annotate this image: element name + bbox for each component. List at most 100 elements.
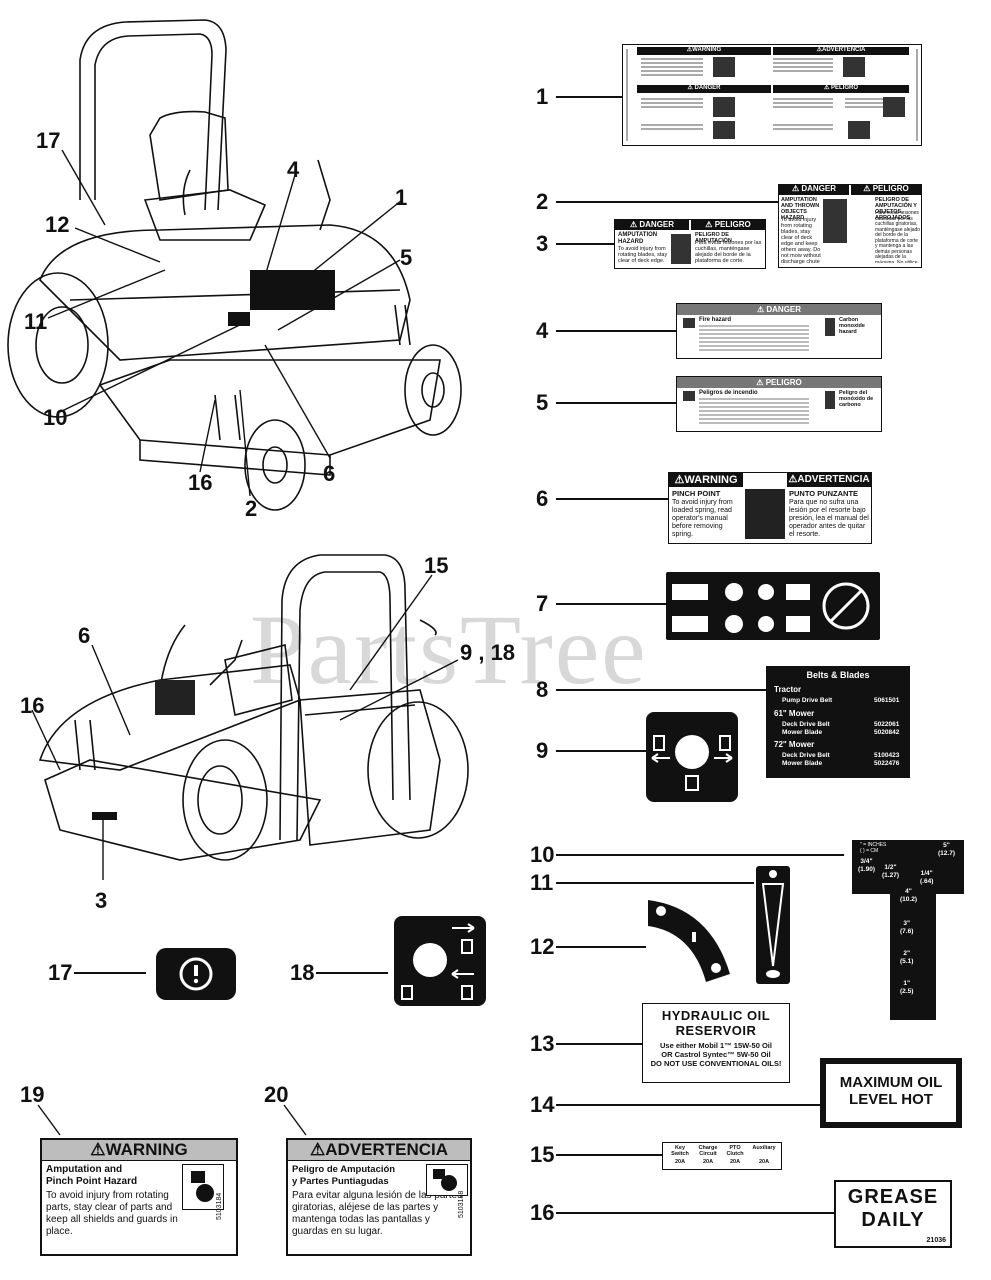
decal7-pictograms: [672, 582, 870, 633]
seat: [149, 110, 229, 201]
leader-15: [556, 1154, 662, 1156]
decal4-fire: Fire hazard: [699, 317, 732, 323]
decal15-pto-clutch-amp: 20A: [729, 1159, 741, 1165]
decal2-title-en: AMPUTATION AND THROWN OBJECTS HAZARD: [781, 197, 820, 221]
decal-11: [756, 866, 790, 984]
callout-16: 16: [530, 1200, 555, 1225]
decal19-header: ⚠WARNING: [42, 1140, 236, 1161]
decal-12: [646, 896, 738, 986]
callout-17: 17: [48, 960, 73, 985]
decal16-line1: GREASE: [847, 1186, 939, 1208]
decal4-header: ⚠ DANGER: [677, 304, 881, 315]
decal10-3-4in: 3/4" (1.90): [858, 858, 875, 873]
decal19-body: To avoid injury from rotating parts, sta…: [46, 1190, 178, 1237]
callout-9-18: 9 , 18: [460, 640, 516, 665]
leader-5: [556, 402, 676, 404]
decal-6: ⚠WARNING ⚠ADVERTENCIA PINCH POINT To avo…: [668, 472, 872, 544]
decal10-1in: 1" (2.5): [900, 980, 914, 995]
decal-1: ⚠WARNING ⚠ADVERTENCIA ⚠ DANGER ⚠ PELIGRO: [622, 44, 922, 146]
person-icon: [825, 391, 835, 409]
watermark: PartsTree: [250, 594, 648, 705]
decal8-title: Belts & Blades: [806, 670, 870, 680]
warning-gear-icon: [179, 957, 213, 991]
decal6-title-es: PUNTO PUNZANTE: [789, 489, 859, 498]
engine-block: [299, 689, 441, 846]
hand-roller-icon: [182, 1164, 224, 1210]
decal4-co: Carbon monoxide hazard: [839, 317, 865, 335]
decal8-mower-72: 72" Mower: [774, 740, 815, 749]
decal10-1-2in: 1/2" (1.27): [882, 864, 899, 879]
callout-5: 5: [536, 390, 549, 415]
leader-17: [74, 972, 146, 974]
callout-7: 7: [536, 591, 549, 616]
decal10-4in: 4" (10.2): [900, 888, 917, 903]
leader-16: [556, 1212, 834, 1214]
decal1-fine-print: [626, 49, 918, 141]
decal15-pto-clutch: PTO Clutch: [726, 1145, 744, 1157]
decal6-advertencia-header: ⚠ADVERTENCIA: [787, 473, 871, 487]
leader-7: [556, 603, 666, 605]
callout-3: 3: [536, 231, 549, 256]
decal10-2in: 2" (5.1): [900, 950, 914, 965]
decal-7: [666, 572, 880, 640]
decal2-peligro-header: ⚠ PELIGRO: [851, 185, 921, 195]
decal5-co: Peligro del monóxido de carbono: [839, 390, 874, 408]
callout-6: 6: [323, 461, 336, 486]
decal10-shape: [852, 840, 964, 1020]
callout-1: 1: [395, 185, 408, 210]
decal2-body-es: Para evitar lesiones causadas por las cu…: [875, 211, 921, 263]
decal8-blade72-label: Mower Blade: [782, 760, 823, 767]
decal6-title-en: PINCH POINT: [672, 489, 721, 498]
leader-12: [556, 946, 646, 948]
decal20-body: Para evitar alguna lesión de las partes …: [292, 1190, 463, 1237]
decal13-line2: RESERVOIR: [675, 1023, 757, 1038]
decal10-5in: 5" (12.7): [938, 842, 955, 857]
callout-11: 11: [530, 870, 554, 895]
callout-8: 8: [536, 677, 549, 702]
decal10-1-4in: 1/4" (.64): [920, 870, 934, 885]
rear-tire-front-view: [7, 272, 109, 418]
decal-4: ⚠ DANGER Fire hazard Carbon monoxide haz…: [676, 303, 882, 359]
decal2-title-es: PELIGRO DE AMPUTACIÓN Y OBJETOS ARROJADO…: [875, 197, 917, 221]
deck-rear: [44, 759, 322, 861]
decal15-auxiliary-amp: 20A: [758, 1159, 770, 1165]
decal3-pictogram: [671, 234, 691, 264]
decal-16: GREASE DAILY 21036: [834, 1180, 952, 1248]
decal19-code: 5103184: [216, 1192, 223, 1220]
rear-tire-rear-view: [182, 739, 268, 861]
callout-15: 15: [424, 553, 449, 578]
decal-2: ⚠ DANGER ⚠ PELIGRO AMPUTATION AND THROWN…: [778, 184, 922, 268]
decal3-body-es: Para evitar lesiones por las cuchillas, …: [695, 240, 762, 264]
decal16-line2: DAILY: [861, 1209, 925, 1231]
callout-19: 19: [20, 1082, 45, 1107]
decal6-body-es: Para que no sufra una lesión por el reso…: [789, 499, 869, 538]
decal19-title: Amputation and Pinch Point Hazard: [46, 1164, 138, 1187]
leader-4: [556, 330, 676, 332]
fire-icon: [683, 391, 695, 401]
decal8-pump-label: Pump Drive Belt: [782, 697, 833, 704]
decal8-deck61-value: 5022061: [874, 721, 900, 728]
decal13-line5: DO NOT USE CONVENTIONAL OILS!: [650, 1059, 782, 1068]
decal-20: ⚠ADVERTENCIA Peligro de Amputación y Par…: [286, 1138, 472, 1256]
decal-5: ⚠ PELIGRO Peligros de incendio Peligro d…: [676, 376, 882, 432]
callout-3: 3: [95, 888, 108, 913]
decal15-key-switch: Key Switch: [671, 1145, 689, 1157]
callout-4: 4: [536, 318, 549, 343]
decal15-auxiliary: Auxiliary: [752, 1145, 776, 1151]
decal20-header: ⚠ADVERTENCIA: [288, 1140, 470, 1161]
decal-17: [156, 948, 236, 1000]
decal1-warning-header: ⚠WARNING: [637, 47, 771, 55]
decal3-danger-header: ⚠ DANGER: [615, 220, 689, 230]
decal16-code: 21036: [926, 1237, 946, 1244]
leader-11: [556, 882, 754, 884]
decal15-key-switch-amp: 20A: [674, 1159, 686, 1165]
decal1-peligro-header: ⚠ PELIGRO: [773, 85, 909, 93]
decal11-speed-icons: [761, 870, 785, 978]
decal5-fire: Peligros de incendio: [699, 390, 758, 396]
decal13-line4: OR Castrol Syntec™ 5W-50 Oil: [661, 1050, 771, 1059]
decal8-pump-value: 5061501: [874, 697, 900, 704]
decal8-tractor: Tractor: [774, 685, 802, 694]
person-icon: [825, 318, 835, 336]
callout-14: 14: [530, 1092, 555, 1117]
